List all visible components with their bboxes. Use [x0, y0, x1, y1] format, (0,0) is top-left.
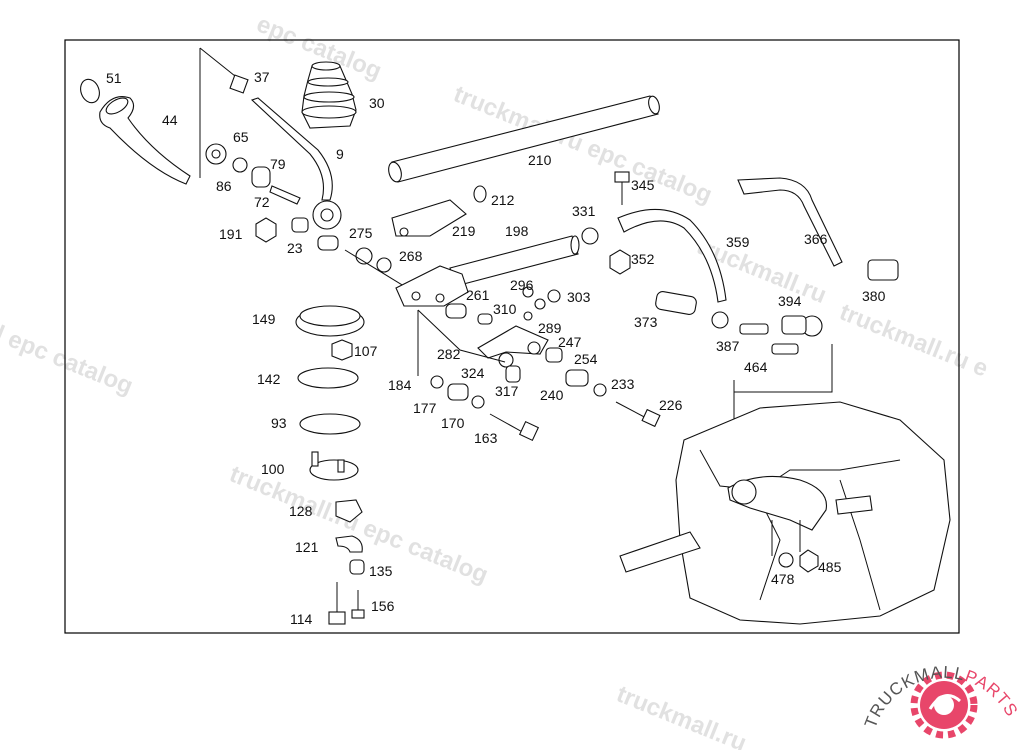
part-label[interactable]: 275: [349, 225, 373, 241]
diagram-frame: [64, 39, 960, 634]
part-label[interactable]: 345: [631, 177, 655, 193]
part-label[interactable]: 478: [771, 571, 795, 587]
part-label[interactable]: 65: [233, 129, 249, 145]
part-label[interactable]: 380: [862, 288, 886, 304]
part-label[interactable]: 128: [289, 503, 313, 519]
part-label[interactable]: 219: [452, 223, 476, 239]
gear-icon: [910, 671, 978, 739]
part-label[interactable]: 282: [437, 346, 461, 362]
part-label[interactable]: 268: [399, 248, 423, 264]
part-label[interactable]: 72: [254, 194, 270, 210]
watermark-text: l epc catalog: [0, 321, 137, 400]
part-label[interactable]: 100: [261, 461, 285, 477]
part-label[interactable]: 296: [510, 277, 534, 293]
part-label[interactable]: 317: [495, 383, 519, 399]
part-label[interactable]: 366: [804, 231, 828, 247]
part-label[interactable]: 191: [219, 226, 243, 242]
part-label[interactable]: 226: [659, 397, 683, 413]
part-label[interactable]: 79: [270, 156, 286, 172]
part-label[interactable]: 37: [254, 69, 270, 85]
part-label[interactable]: 485: [818, 559, 842, 575]
part-label[interactable]: 149: [252, 311, 276, 327]
part-label[interactable]: 324: [461, 365, 485, 381]
part-label[interactable]: 247: [558, 334, 582, 350]
part-label[interactable]: 30: [369, 95, 385, 111]
part-label[interactable]: 44: [162, 112, 178, 128]
part-label[interactable]: 86: [216, 178, 232, 194]
part-label[interactable]: 254: [574, 351, 598, 367]
part-label[interactable]: 163: [474, 430, 498, 446]
part-label[interactable]: 198: [505, 223, 529, 239]
part-label[interactable]: 303: [567, 289, 591, 305]
part-label[interactable]: 177: [413, 400, 437, 416]
part-label[interactable]: 310: [493, 301, 517, 317]
truckmall-logo: TRUCKMALLPARTS: [861, 663, 1021, 739]
part-label[interactable]: 9: [336, 146, 344, 162]
part-label[interactable]: 394: [778, 293, 802, 309]
part-label[interactable]: 170: [441, 415, 465, 431]
part-label[interactable]: 93: [271, 415, 287, 431]
part-label[interactable]: 23: [287, 240, 303, 256]
part-drawings: [80, 47, 951, 625]
part-label[interactable]: 114: [290, 611, 313, 627]
part-label[interactable]: 240: [540, 387, 564, 403]
part-label[interactable]: 51: [106, 70, 122, 86]
part-labels: 51 44 37 30 65 9 79 86 72 210 345 212 33…: [106, 69, 886, 627]
part-label[interactable]: 233: [611, 376, 635, 392]
part-label[interactable]: 464: [744, 359, 768, 375]
part-label[interactable]: 121: [295, 539, 319, 555]
part-label[interactable]: 373: [634, 314, 658, 330]
part-label[interactable]: 107: [354, 343, 378, 359]
part-label[interactable]: 331: [572, 203, 596, 219]
part-label[interactable]: 352: [631, 251, 655, 267]
watermark-text: truckmall.ru e: [836, 299, 992, 383]
part-label[interactable]: 387: [716, 338, 740, 354]
watermark-text: truckmall.ru: [613, 681, 751, 750]
part-label[interactable]: 261: [466, 287, 490, 303]
part-label[interactable]: 142: [257, 371, 281, 387]
part-label[interactable]: 359: [726, 234, 750, 250]
part-label[interactable]: 135: [369, 563, 393, 579]
logo-text-accent: PARTS: [962, 666, 1021, 720]
watermarks: epc catalog truckmall.ru epc catalog l e…: [0, 11, 992, 750]
part-label[interactable]: 212: [491, 192, 515, 208]
part-label[interactable]: 289: [538, 320, 562, 336]
part-label[interactable]: 156: [371, 598, 395, 614]
part-label[interactable]: 210: [528, 152, 552, 168]
part-label[interactable]: 184: [388, 377, 412, 393]
